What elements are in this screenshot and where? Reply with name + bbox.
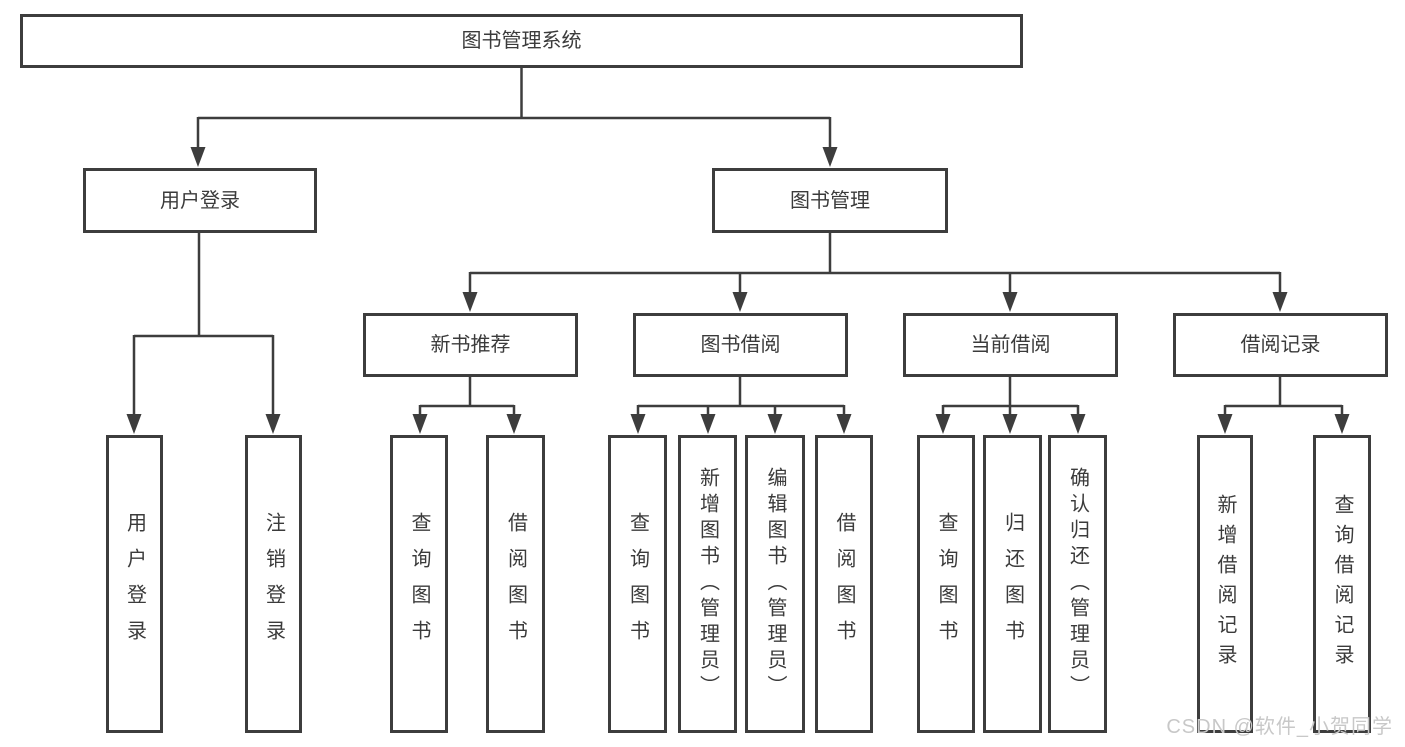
node-label: 注销登录 bbox=[262, 512, 285, 656]
node-user-login: 用户登录 bbox=[83, 168, 317, 233]
leaf-add-borrow-record: 新增借阅记录 bbox=[1197, 435, 1253, 733]
node-label: 新增图书（管理员） bbox=[696, 467, 719, 701]
leaf-user-login: 用户登录 bbox=[106, 435, 163, 733]
node-label: 查询图书 bbox=[626, 512, 649, 656]
leaf-query-book-current: 查询图书 bbox=[917, 435, 975, 733]
node-label: 查询图书 bbox=[935, 512, 957, 656]
csdn-watermark: CSDN @软件_小贺同学 bbox=[1166, 716, 1393, 738]
book-management-branch-wires bbox=[462, 233, 1288, 312]
node-book-borrow: 图书借阅 bbox=[633, 313, 848, 377]
root-to-level2-wires bbox=[190, 68, 838, 167]
node-system-root: 图书管理系统 bbox=[20, 14, 1023, 68]
leaf-return-book: 归还图书 bbox=[983, 435, 1042, 733]
node-label: 当前借阅 bbox=[970, 334, 1051, 356]
node-current-borrow: 当前借阅 bbox=[903, 313, 1118, 377]
node-label: 图书管理系统 bbox=[461, 30, 582, 52]
node-label: 新书推荐 bbox=[430, 334, 511, 356]
node-label: 图书管理 bbox=[790, 189, 870, 212]
node-label: 归还图书 bbox=[1001, 512, 1024, 656]
leaf-add-book-admin: 新增图书（管理员） bbox=[678, 435, 737, 733]
node-label: 查询图书 bbox=[408, 512, 430, 656]
leaf-query-borrow-record: 查询借阅记录 bbox=[1313, 435, 1371, 733]
node-label: 图书借阅 bbox=[700, 334, 781, 356]
leaf-borrow-book: 借阅图书 bbox=[815, 435, 873, 733]
leaf-confirm-return-admin: 确认归还（管理员） bbox=[1048, 435, 1107, 733]
node-label: 借阅图书 bbox=[833, 512, 855, 656]
node-label: 新增借阅记录 bbox=[1214, 494, 1236, 674]
leaf-edit-book-admin: 编辑图书（管理员） bbox=[745, 435, 805, 733]
book-borrow-branch-wires bbox=[630, 377, 852, 434]
node-label: 借阅图书 bbox=[504, 512, 527, 656]
user-login-branch-wires bbox=[126, 233, 281, 434]
leaf-logout-login: 注销登录 bbox=[245, 435, 302, 733]
node-label: 查询借阅记录 bbox=[1331, 494, 1353, 674]
node-book-management: 图书管理 bbox=[712, 168, 948, 233]
leaf-query-book-borrow: 查询图书 bbox=[608, 435, 667, 733]
leaf-borrow-book-recommend: 借阅图书 bbox=[486, 435, 545, 733]
node-label: 用户登录 bbox=[160, 189, 240, 212]
new-book-recommend-branch-wires bbox=[412, 377, 522, 434]
current-borrow-branch-wires bbox=[935, 377, 1086, 434]
leaf-query-book-recommend: 查询图书 bbox=[390, 435, 448, 733]
node-label: 确认归还（管理员） bbox=[1066, 467, 1089, 701]
node-label: 借阅记录 bbox=[1240, 334, 1321, 356]
node-label: 编辑图书（管理员） bbox=[764, 467, 786, 701]
node-label: 用户登录 bbox=[123, 512, 146, 656]
node-new-book-recommend: 新书推荐 bbox=[363, 313, 578, 377]
node-borrow-record: 借阅记录 bbox=[1173, 313, 1388, 377]
borrow-record-branch-wires bbox=[1217, 377, 1350, 434]
